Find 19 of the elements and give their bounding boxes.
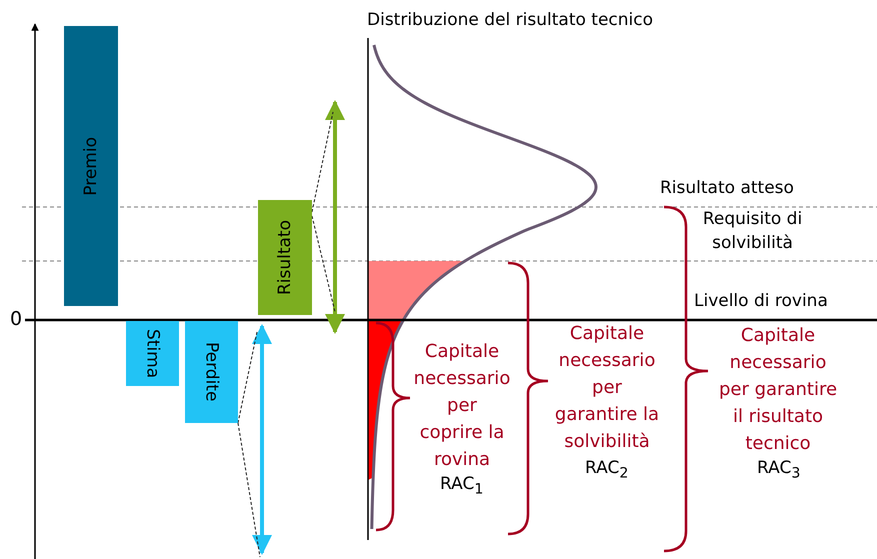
- level-label: Requisito di solvibilità: [702, 208, 804, 255]
- level-label: Risultato atteso: [660, 178, 794, 198]
- annotation-text: Capitale necessario per garantire il risultato tecnico: [718, 324, 838, 456]
- bar: [258, 200, 312, 315]
- bar: [126, 321, 179, 386]
- annotation-text: Capitale necessario per garantire la solvibilità: [554, 322, 660, 454]
- bar-label: Stima: [142, 328, 162, 378]
- annotation-text: RAC$_{2}$: [585, 458, 628, 482]
- annotation-text: RAC$_{3}$: [757, 458, 800, 482]
- bar-label: Perdite: [202, 342, 222, 402]
- level-label: Livello di rovina: [694, 291, 828, 312]
- chart-title: Distribuzione del risultato tecnico: [367, 10, 654, 30]
- bar-label: Risultato: [275, 220, 295, 296]
- bar: [64, 26, 118, 306]
- bar-label: Premio: [81, 136, 101, 196]
- annotation-text: Capitale necessario per coprire la rovina: [413, 340, 511, 472]
- axis-tick-label: 0: [10, 308, 22, 331]
- bar: [185, 321, 238, 423]
- annotation-text: RAC$_{1}$: [440, 474, 484, 498]
